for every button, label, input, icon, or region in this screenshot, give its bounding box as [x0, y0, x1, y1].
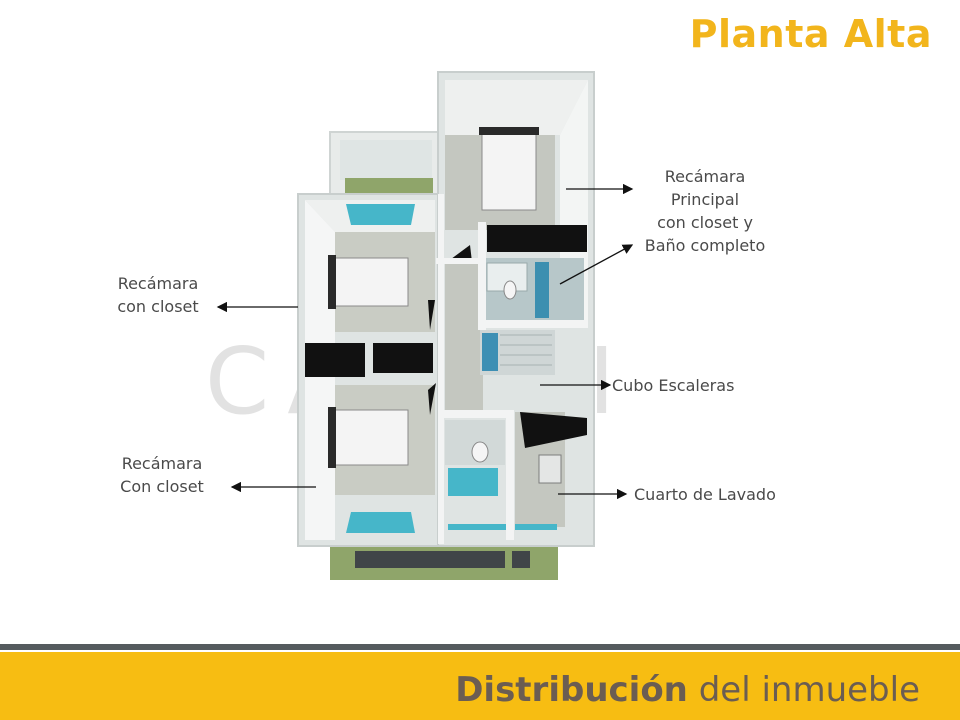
label-stairs: Cubo Escaleras [612, 376, 735, 395]
footer-bar [0, 652, 960, 720]
footer-title: Distribución del inmueble [455, 670, 920, 710]
label-laundry: Cuarto de Lavado [634, 485, 776, 504]
footer-word-1: Distribución [455, 670, 688, 710]
footer-divider [0, 644, 960, 650]
label-bedroom-bottom: Recámara Con closet [120, 454, 204, 496]
label-master-bedroom: Recámara Principal con closet y Baño com… [644, 167, 766, 255]
label-bedroom-top: Recámara con closet [117, 274, 199, 316]
footer-word-2: del inmueble [687, 670, 920, 710]
page-title: Planta Alta [689, 12, 932, 56]
